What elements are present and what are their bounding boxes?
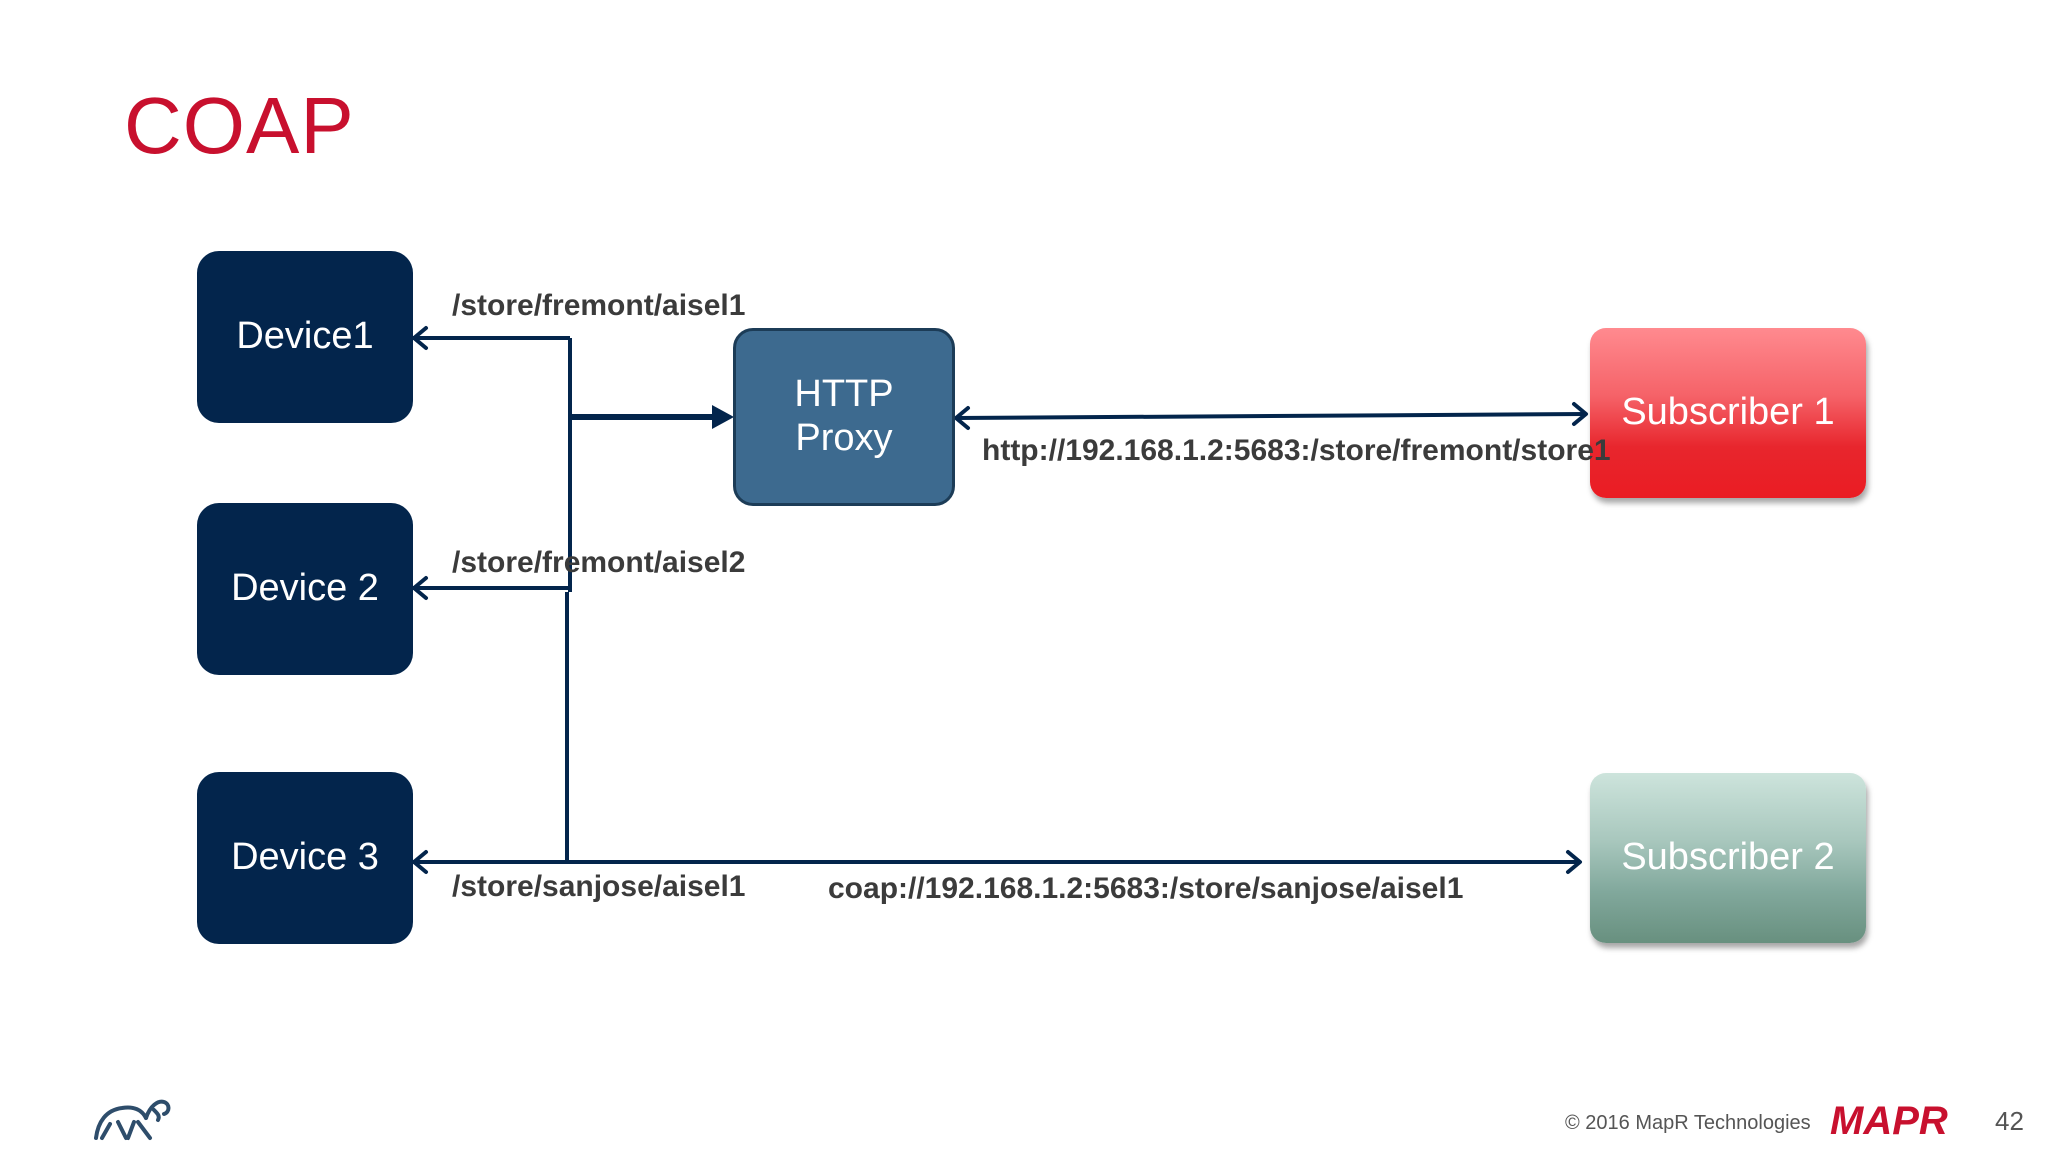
connector-proxy-subscriber1 — [955, 412, 1587, 420]
elephant-logo-icon — [94, 1099, 171, 1140]
http-proxy-box: HTTP Proxy — [733, 328, 955, 506]
mapr-logo: MAPR — [1830, 1100, 1948, 1140]
proxy-label-line2: Proxy — [795, 417, 893, 459]
device3-label: Device 3 — [231, 836, 379, 879]
subscriber2-label: Subscriber 2 — [1621, 836, 1835, 879]
device1-label: Device1 — [236, 315, 374, 358]
slide-title: COAP — [124, 81, 355, 170]
arrowhead-to-proxy — [712, 405, 734, 429]
coap-url-label: coap://192.168.1.2:5683:/store/sanjose/a… — [828, 872, 1464, 905]
subscriber1-label: Subscriber 1 — [1621, 391, 1835, 434]
arrowhead-device2 — [412, 576, 428, 600]
device1-path-label: /store/fremont/aisel1 — [452, 289, 746, 322]
subscriber2-box: Subscriber 2 — [1590, 773, 1866, 943]
proxy-label-line1: HTTP — [794, 373, 894, 416]
http-url-label: http://192.168.1.2:5683:/store/fremont/s… — [982, 434, 1611, 467]
device2-box: Device 2 — [197, 503, 413, 675]
copyright-text: © 2016 MapR Technologies — [1565, 1112, 1811, 1134]
arrowhead-device1 — [412, 326, 428, 350]
arrowhead-subscriber1 — [1572, 402, 1588, 426]
arrowhead-device3 — [412, 850, 428, 874]
device2-label: Device 2 — [231, 567, 379, 610]
device3-path-label: /store/sanjose/aisel1 — [452, 870, 746, 903]
device3-box: Device 3 — [197, 772, 413, 944]
device1-box: Device1 — [197, 251, 413, 423]
arrowhead-subscriber2 — [1566, 850, 1582, 874]
subscriber1-box: Subscriber 1 — [1590, 328, 1866, 498]
page-number: 42 — [1995, 1106, 2024, 1136]
mapr-logo-text: MAPR — [1830, 1100, 1948, 1140]
device2-path-label: /store/fremont/aisel2 — [452, 546, 746, 579]
arrowhead-proxy — [954, 406, 970, 430]
